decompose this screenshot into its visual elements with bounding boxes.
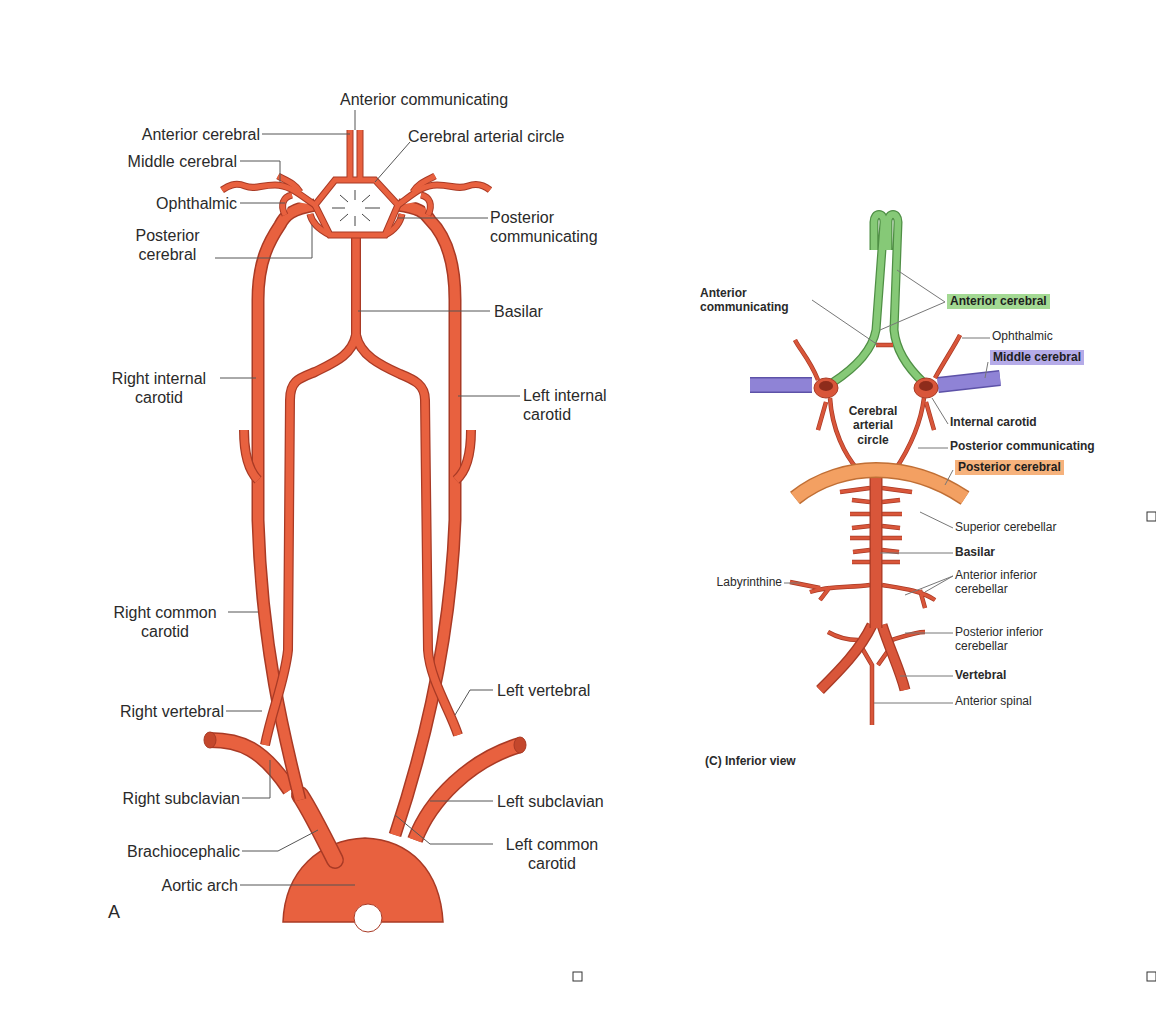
anatomy-label: Left vertebral xyxy=(497,681,647,700)
anatomy-label: A xyxy=(108,902,138,924)
highlighted-label-box: Anterior cerebral xyxy=(947,294,1050,309)
anatomy-label: Anterior communicating xyxy=(340,90,560,109)
anatomy-label: Cerebral arterial circle xyxy=(408,127,608,146)
anatomy-label: Basilar xyxy=(494,302,594,321)
anatomy-label: Basilar xyxy=(955,545,1055,559)
anatomy-label: Left subclavian xyxy=(497,792,657,811)
anatomy-label: Vertebral xyxy=(955,668,1055,682)
highlighted-label-box: Posterior cerebral xyxy=(955,460,1064,475)
anatomy-label: Posterior cerebral xyxy=(120,226,215,264)
artery-name: Middle cerebral xyxy=(993,350,1081,365)
artery-name: Posterior cerebral xyxy=(958,460,1061,475)
anatomy-label: Left internal carotid xyxy=(523,386,633,424)
anatomy-label: Anterior communicating xyxy=(700,286,810,315)
anatomy-label: Internal carotid xyxy=(950,415,1100,429)
anatomy-label: Left common carotid xyxy=(497,835,607,873)
anatomy-label: Posterior inferior cerebellar xyxy=(955,625,1070,654)
anatomy-label: Right common carotid xyxy=(100,603,230,641)
anatomy-label: Ophthalmic xyxy=(992,329,1112,343)
anatomy-label: Posterior communicating xyxy=(950,439,1140,453)
highlighted-label-box: Middle cerebral xyxy=(990,350,1084,365)
anatomy-label: Anterior inferior cerebellar xyxy=(955,568,1065,597)
anatomy-label: Cerebral arterial circle xyxy=(843,404,903,447)
anatomy-label: (C) Inferior view xyxy=(705,754,865,768)
anatomy-label: Brachiocephalic xyxy=(60,842,240,861)
anatomy-label: Labyrinthine xyxy=(680,575,782,589)
anatomy-label: Posterior communicating xyxy=(490,208,620,246)
anatomy-label: Aortic arch xyxy=(60,876,238,895)
artery-name: Anterior cerebral xyxy=(950,294,1047,309)
anatomy-label: Right vertebral xyxy=(60,702,224,721)
anatomy-label: Middle cerebral xyxy=(80,152,237,171)
anatomy-label: Superior cerebellar xyxy=(955,520,1115,534)
anatomy-label: Right internal carotid xyxy=(100,369,218,407)
anatomy-label: Anterior cerebral xyxy=(100,125,260,144)
anatomy-label: Right subclavian xyxy=(60,789,240,808)
anatomy-label: Ophthalmic xyxy=(80,194,237,213)
anatomy-label: Anterior spinal xyxy=(955,694,1105,708)
